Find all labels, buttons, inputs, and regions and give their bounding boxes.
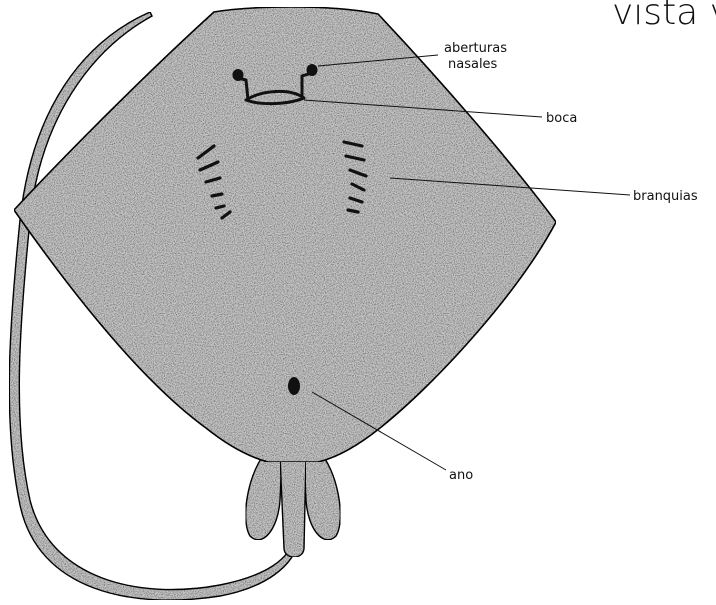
stingray-body	[14, 7, 556, 462]
label-mouth: boca	[546, 111, 577, 126]
label-nostrils-line2: nasales	[448, 57, 498, 72]
label-nostrils-line1: aberturas	[444, 41, 507, 56]
view-title: vista v	[612, 0, 716, 33]
label-gills: branquias	[633, 189, 698, 204]
label-anus: ano	[449, 468, 473, 483]
pelvic-fin-left	[246, 450, 282, 540]
tail-base	[280, 455, 306, 557]
pelvic-fin-right	[304, 450, 340, 540]
anus	[288, 377, 300, 395]
